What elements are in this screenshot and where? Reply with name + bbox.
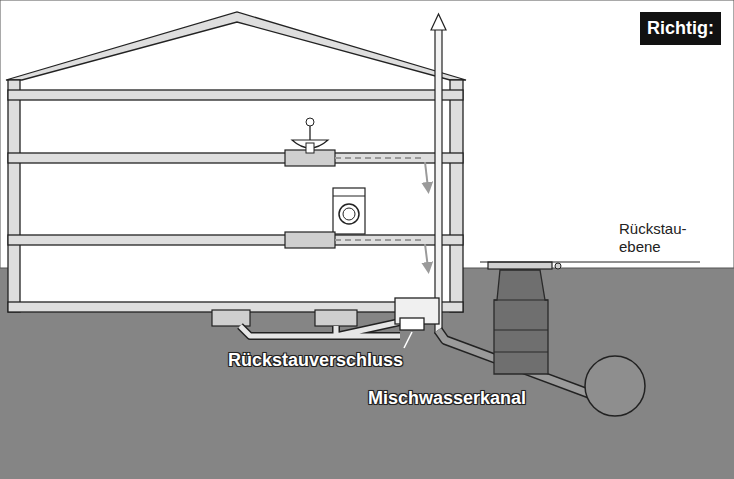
part-label: Mischwasserkanal bbox=[368, 388, 526, 410]
manhole-cover bbox=[488, 262, 552, 269]
leader-line bbox=[404, 332, 412, 348]
drain-flow bbox=[335, 239, 425, 241]
house-interior bbox=[20, 78, 450, 310]
tap-knob bbox=[306, 118, 314, 126]
manhole-shaft bbox=[494, 270, 548, 374]
surface-inlet bbox=[555, 263, 561, 269]
drain-flow-arrow bbox=[425, 244, 428, 268]
upper-floor bbox=[8, 153, 463, 163]
attic bbox=[30, 24, 444, 80]
basement-pipe bbox=[240, 322, 400, 336]
manhole-ring bbox=[494, 352, 548, 353]
backflow-valve bbox=[400, 318, 424, 330]
combined-sewer bbox=[585, 356, 645, 416]
sink-stand bbox=[306, 143, 314, 153]
machine-door bbox=[339, 204, 359, 224]
level-label: Rückstau- ebene bbox=[619, 220, 687, 256]
vent-arrow bbox=[431, 14, 446, 30]
manhole-ring bbox=[494, 300, 548, 301]
ground-floor bbox=[8, 235, 463, 245]
roof bbox=[6, 12, 466, 80]
basement-pipe-fill bbox=[240, 322, 400, 336]
box-title: Richtig: bbox=[647, 18, 714, 39]
washing-machine bbox=[333, 188, 365, 234]
drain-box bbox=[285, 232, 335, 248]
verdict-box: Richtig: bbox=[640, 12, 721, 45]
drain-flow bbox=[335, 157, 425, 159]
floor-drain bbox=[212, 310, 250, 326]
stack-pipe bbox=[435, 28, 442, 333]
right-wall bbox=[450, 80, 463, 312]
attic-floor bbox=[8, 90, 463, 100]
drain-flow-arrow bbox=[425, 162, 428, 188]
left-wall bbox=[8, 80, 20, 312]
floor-drain bbox=[315, 310, 357, 326]
machine-drum bbox=[343, 208, 355, 220]
part-label: Rückstauverschluss bbox=[228, 350, 403, 372]
tap bbox=[309, 126, 310, 140]
manhole-ring bbox=[494, 330, 548, 331]
machine-panel bbox=[333, 196, 365, 197]
backflow-level-line bbox=[480, 262, 700, 263]
